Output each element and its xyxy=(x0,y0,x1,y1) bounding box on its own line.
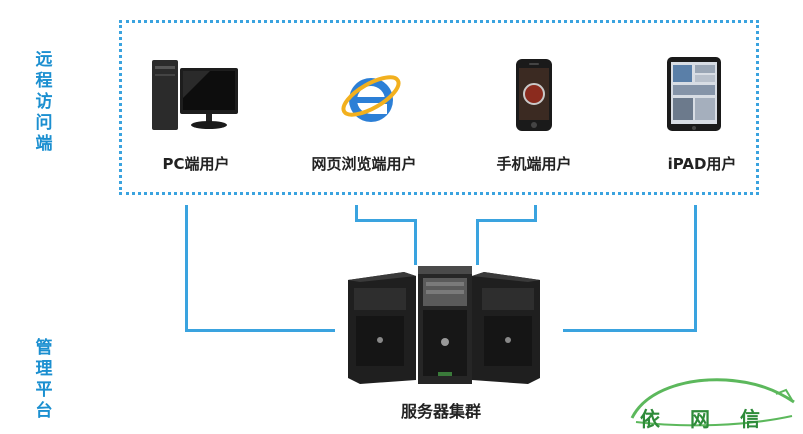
ipad-connector-vertical xyxy=(694,205,697,332)
web-browser-user-label: 网页浏览端用户 xyxy=(311,155,417,173)
remote-clients-box xyxy=(119,20,759,195)
car-logo-icon xyxy=(630,378,795,427)
mobile-user-label: 手机端用户 xyxy=(496,155,572,173)
pc-connector-vertical xyxy=(185,205,188,332)
ipad-user-label: iPAD用户 xyxy=(667,155,737,173)
logo-char-1: 依 xyxy=(640,407,660,431)
web-connector-horizontal xyxy=(355,219,417,222)
logo-char-3: 信 xyxy=(740,407,760,431)
smartphone-icon xyxy=(516,59,552,131)
tablet-icon xyxy=(667,57,721,131)
management-platform-label: 管 理 平 台 xyxy=(35,338,53,421)
logo-char-2: 网 xyxy=(690,407,710,431)
internet-explorer-icon xyxy=(341,75,401,122)
mobile-connector-vertical xyxy=(534,205,537,222)
remote-access-label: 远 程 访 问 端 xyxy=(35,50,53,154)
pc-connector-horizontal xyxy=(185,329,335,332)
ipad-connector-horizontal xyxy=(563,329,697,332)
mobile-connector-horizontal xyxy=(476,219,537,222)
pc-user-label: PC端用户 xyxy=(162,155,230,173)
mobile-connector-drop xyxy=(476,219,479,265)
server-cluster-icon xyxy=(348,266,540,384)
web-connector-vertical xyxy=(355,205,358,222)
web-connector-drop xyxy=(414,219,417,265)
desktop-pc-icon xyxy=(152,60,238,130)
server-cluster-label: 服务器集群 xyxy=(400,402,482,421)
